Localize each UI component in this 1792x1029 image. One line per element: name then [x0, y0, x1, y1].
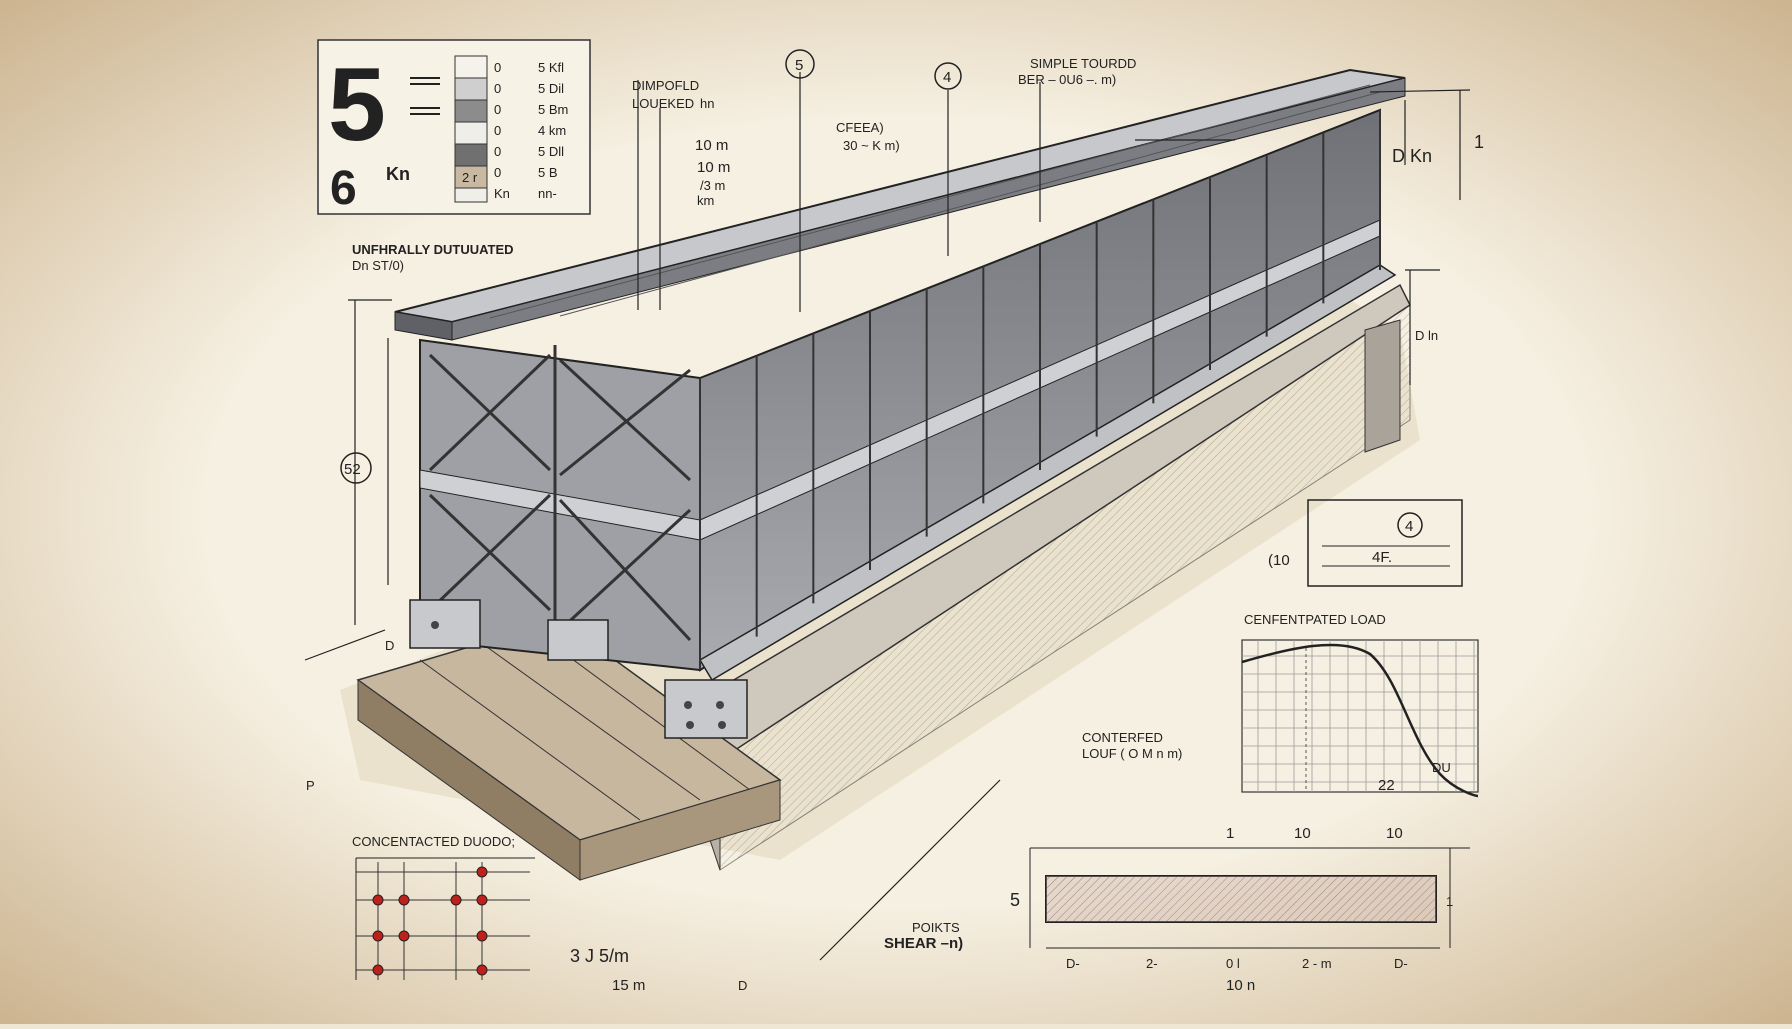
svg-text:4: 4 — [1405, 518, 1413, 535]
legend-swatch-label: 2 r — [462, 170, 478, 185]
legend-row-value: nn- — [538, 186, 557, 201]
label-cfeead: CFEEA) — [836, 120, 884, 135]
label-box10: (10 — [1268, 552, 1290, 569]
dimension-annotations — [304, 72, 1471, 961]
label-dn-stvo: Dn ST/0) — [352, 258, 404, 273]
svg-text:D-: D- — [1394, 956, 1408, 971]
callout-52: 52 — [340, 452, 372, 484]
label-dimpofld: DIMPOFLD — [632, 78, 699, 93]
label-right-d-m: D ln — [1415, 328, 1438, 343]
label-bottom-d: D — [738, 978, 747, 993]
label-3m: /3 m — [700, 178, 725, 193]
legend-sub-value: 6 — [330, 162, 357, 215]
load-node — [450, 894, 462, 906]
legend-row-value: 5 B — [538, 165, 558, 180]
legend-row-key: 0 — [494, 123, 501, 138]
svg-text:2-: 2- — [1146, 956, 1158, 971]
svg-text:10 n: 10 n — [1226, 977, 1255, 994]
load-node — [398, 930, 410, 942]
svg-text:5: 5 — [1010, 890, 1020, 910]
legend-row-key: 0 — [494, 144, 501, 159]
label-loueked: LOUEKED — [632, 96, 694, 111]
legend-row-key: 0 — [494, 102, 501, 117]
svg-text:10: 10 — [1294, 825, 1311, 842]
label-ber: BER – 0U6 –. m) — [1018, 72, 1116, 87]
label-unfhrally: UNFHRALLY DUTUUATED — [352, 242, 514, 257]
legend-row-key: 0 — [494, 60, 501, 75]
svg-text:4: 4 — [943, 69, 951, 86]
load-node — [476, 866, 488, 878]
legend-row-value: 5 Dll — [538, 144, 564, 159]
legend-row-key: Kn — [494, 186, 510, 201]
steel-beam-drawing — [340, 68, 1420, 881]
label-15m: 15 m — [612, 977, 645, 994]
label-cenfentpated-load: CENFENTPATED LOAD — [1244, 612, 1386, 627]
label-hn: hn — [700, 96, 714, 111]
label-km: km — [697, 193, 714, 208]
callout-circle-5: 5 — [785, 49, 815, 79]
svg-text:4F.: 4F. — [1372, 549, 1392, 566]
load-node — [398, 894, 410, 906]
load-node — [476, 894, 488, 906]
label-right-one: 1 — [1474, 132, 1484, 152]
svg-text:1: 1 — [1446, 894, 1453, 909]
beam-diagram: 1 10 10 5 1 D- 2- 0 l 2 - m D- 10 n — [1010, 825, 1470, 994]
concentrated-nodes-panel: CONCENTACTED DUODO; — [352, 834, 535, 980]
legend-row-key: 0 — [494, 165, 501, 180]
legend-rows: 0 5 Kfl 0 5 Dil 0 5 Bm 0 4 km 0 5 Dll 0 5 B Kn nn- — [494, 60, 568, 201]
label-contered: CONTERFED — [1082, 730, 1163, 745]
svg-text:22: 22 — [1378, 777, 1395, 794]
legend-row-value: 5 Bm — [538, 102, 568, 117]
svg-text:D-: D- — [1066, 956, 1080, 971]
load-graph: CENFENTPATED LOAD 22 DU — [1241, 612, 1479, 798]
label-10m-b: 10 m — [697, 159, 730, 176]
load-node — [476, 964, 488, 976]
label-points: POIKTS — [912, 920, 960, 935]
svg-text:1: 1 — [1226, 825, 1234, 842]
label-louf: LOUF ( O M n m) — [1082, 746, 1182, 761]
svg-text:52: 52 — [344, 461, 361, 478]
load-node — [476, 930, 488, 942]
label-3-5m: 3 J 5/m — [570, 946, 629, 966]
label-simple-tourdd: SIMPLE TOURDD — [1030, 56, 1136, 71]
load-node — [372, 964, 384, 976]
label-cfeead-value: 30 ~ K m) — [843, 138, 900, 153]
load-curve — [1241, 643, 1479, 798]
svg-text:0 l: 0 l — [1226, 956, 1240, 971]
legend-row-value: 5 Dil — [538, 81, 564, 96]
load-node — [372, 930, 384, 942]
callout-circle-4: 4 — [934, 62, 962, 90]
svg-text:DU: DU — [1432, 760, 1451, 775]
legend-row-key: 0 — [494, 81, 501, 96]
detail-box-4f: 4 4F. (10 — [1268, 499, 1463, 587]
label-shear: SHEAR –n) — [884, 935, 963, 952]
load-node — [372, 894, 384, 906]
legend-sub-unit: Kn — [386, 164, 410, 184]
label-concentacted: CONCENTACTED DUODO; — [352, 834, 515, 849]
svg-text:10: 10 — [1386, 825, 1403, 842]
label-left-d: D — [385, 638, 394, 653]
legend-row-value: 5 Kfl — [538, 60, 564, 75]
label-right-kn: D Kn — [1392, 146, 1432, 166]
label-p: P — [306, 778, 315, 793]
legend-big-symbol: 5 — [328, 47, 386, 163]
legend-row-value: 4 km — [538, 123, 566, 138]
label-10m-a: 10 m — [695, 137, 728, 154]
svg-text:5: 5 — [795, 57, 803, 74]
svg-text:2 - m: 2 - m — [1302, 956, 1332, 971]
